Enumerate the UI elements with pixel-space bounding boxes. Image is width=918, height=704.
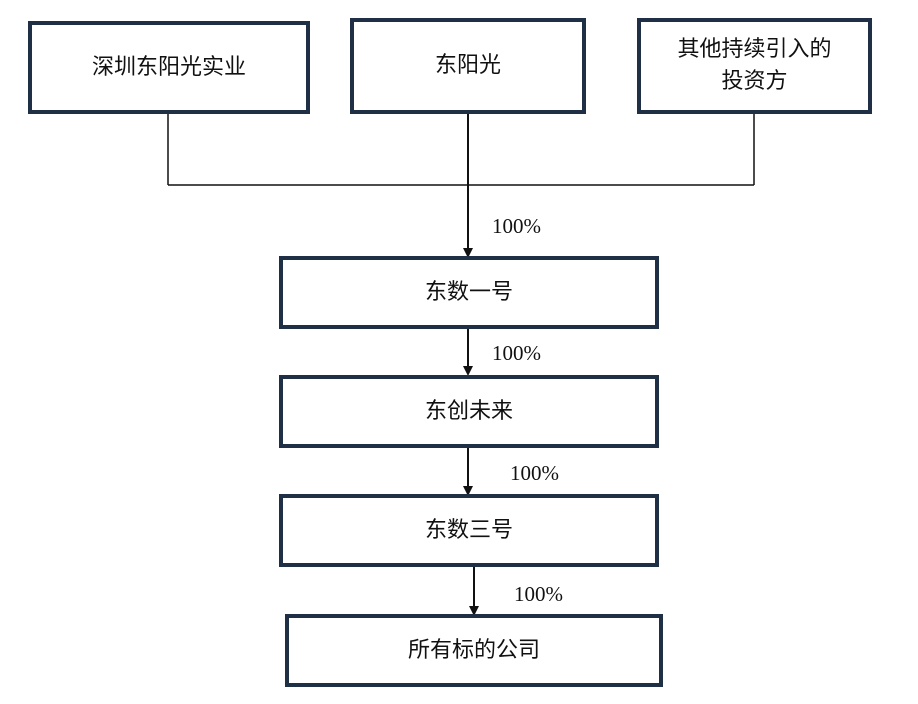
ownership-label-dongshu1: 100% [492, 214, 541, 238]
entity-dongshu1-label: 东数一号 [424, 279, 513, 305]
ownership-label-target: 100% [514, 582, 563, 606]
shareholder-others-label: 其他持续引入的 投资方 [677, 37, 832, 94]
entity-dongshu3-box: 东数三号 [279, 494, 659, 567]
entity-target-box: 所有标的公司 [285, 614, 663, 687]
entity-dongshu3-label: 东数三号 [424, 517, 513, 543]
entity-dongchuang-box: 东创未来 [279, 375, 659, 448]
shareholder-shenzhen-label: 深圳东阳光实业 [91, 54, 246, 80]
shareholder-others-box: 其他持续引入的 投资方 [637, 18, 872, 114]
entity-dongshu1-box: 东数一号 [279, 256, 659, 329]
shareholder-dongyangguang-box: 东阳光 [350, 18, 586, 114]
entity-dongchuang-label: 东创未来 [424, 398, 513, 424]
ownership-label-dongshu3: 100% [510, 461, 559, 485]
shareholder-shenzhen-box: 深圳东阳光实业 [28, 21, 310, 114]
shareholder-dongyangguang-label: 东阳光 [434, 53, 501, 79]
entity-target-label: 所有标的公司 [407, 637, 540, 663]
ownership-label-dongchuang: 100% [492, 341, 541, 365]
